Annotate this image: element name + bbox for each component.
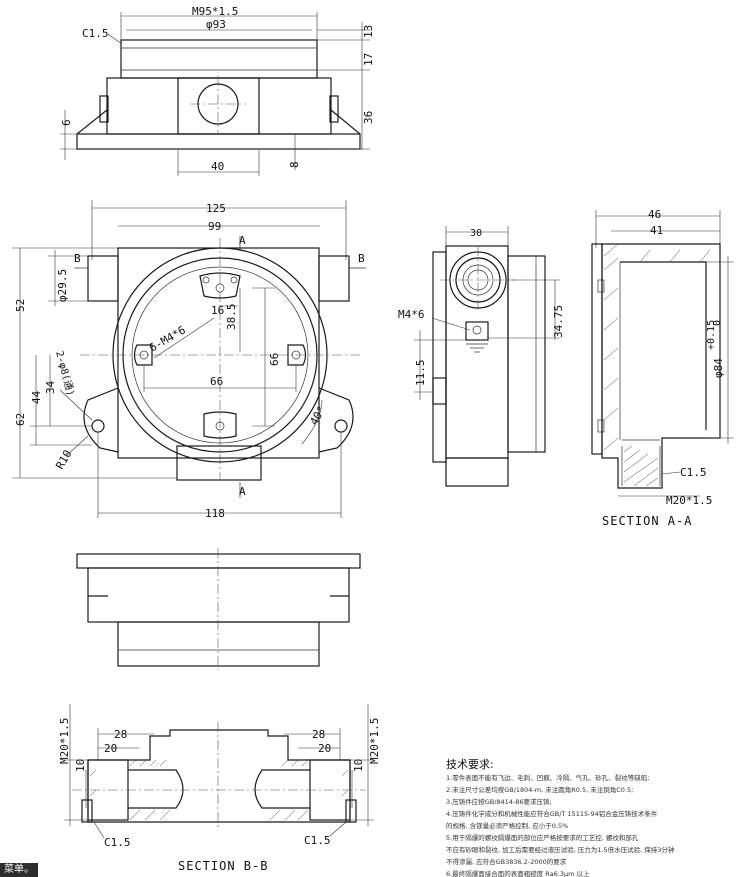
dim-d40: 40 [211,160,224,173]
dim-d66v: 66 [268,353,281,366]
dim-d29: φ29.5 [56,269,69,302]
tech-note-line: 不应有砂眼和裂纹, 加工后需要经过液压试验, 压力为1.5倍水压试验, 保持3分… [446,845,675,854]
dim-d20-left: 20 [104,742,117,755]
tech-notes-title: 技术要求: [446,758,494,771]
tech-note-line: 2.未注尺寸公差均按GB/1804-m, 未注圆角R0.5, 未注倒角C0.5; [446,785,633,794]
dim-d93: φ93 [206,18,226,31]
dim-d20-right: 20 [318,742,331,755]
tech-note-line: 的规格, 含镁量必须严格控制, 应小于0.5% [446,821,568,830]
section-bb: 28 20 28 20 M20*1 [58,704,381,873]
dim-d16: 16 [211,304,224,317]
dim-d6: 6 [60,119,73,126]
dim-d115: 11.5 [414,360,427,387]
dim-d8: 8 [288,161,301,168]
tech-note-line: 3.压铸件应按GB/8414-86要求压铸; [446,797,552,806]
dim-d118: 118 [205,507,225,520]
dim-40deg: 40° [307,404,328,428]
tech-note-line: 5.用于隔爆的螺纹隔爆面的部位应严格按要求的工艺控, 螺纹和部孔 [446,833,639,842]
dim-m20-right: M20*1.5 [368,718,381,764]
dim-d28-left: 28 [114,728,127,741]
dim-d125: 125 [206,202,226,215]
tech-note-line: 6.最终隔爆面接合面的表面粗糙度 Ra6.3μm 以上 [446,869,590,877]
dim-m20-aa: M20*1.5 [666,494,712,507]
tech-notes: 技术要求: 1.零件表面不能有飞边、毛刺、凹痕、冷隔、气孔、砂孔、裂纹等缺陷; … [446,758,675,877]
dim-d44: 44 [30,390,43,404]
section-b-right: B [358,252,365,265]
dim-c15-aa: C1.5 [680,466,707,479]
side-view: 30 M4*6 34.75 11.5 [398,226,565,487]
dim-m95: M95*1.5 [192,5,238,18]
dim-d36: 36 [362,111,375,124]
dim-d62: 62 [14,413,27,426]
dim-tol: +0.15 [706,320,717,350]
tech-note-line: 不得渗漏, 应符合GB3836.2-2000的要求 [446,857,567,866]
section-a-top: A [239,234,246,247]
dim-tol0: 0 [712,320,723,326]
dim-c15-bb-right: C1.5 [304,834,331,847]
dim-d41: 41 [650,224,663,237]
tech-note-line: 1.零件表面不能有飞边、毛刺、凹痕、冷隔、气孔、砂孔、裂纹等缺陷; [446,773,649,782]
dim-6-m4x6: 6-M4*6 [147,323,188,354]
dim-c15-top: C1.5 [82,27,109,40]
dim-d66h: 66 [210,375,223,388]
dim-m4x6: M4*6 [398,308,425,321]
dim-d84: φ84 [712,358,725,378]
dim-d385: 38.5 [225,304,238,331]
dim-d30: 30 [470,228,482,239]
dim-d13: 13 [362,25,375,38]
dim-d3475: 34.75 [552,305,565,338]
tech-note-line: 4.压铸件化学成分和机械性能应符合GB/T 15115-94铝合金压铸技术条件 [446,809,658,818]
section-aa-title: SECTION A-A [602,514,692,528]
section-bb-title: SECTION B-B [178,859,268,873]
dim-d10-left: 10 [74,759,87,772]
top-view: M95*1.5 φ93 C1.5 13 17 36 6 40 [60,5,375,176]
bottom-view [76,548,361,670]
dim-d28-right: 28 [312,728,325,741]
dim-d10-right: 10 [352,759,365,772]
dim-c15-bb-left: C1.5 [104,836,131,849]
dim-d17: 17 [362,53,375,66]
section-b-left: B [74,252,81,265]
section-aa: 46 41 φ84 +0.15 0 C1.5 [591,208,734,528]
dim-d99: 99 [208,220,221,233]
dim-d46: 46 [648,208,661,221]
dim-d52: 52 [14,299,27,312]
section-a-bottom: A [239,485,246,498]
dim-d34: 34 [44,380,57,394]
dim-m20-left: M20*1.5 [58,718,71,764]
front-view: 125 99 A A φ29.5 B B [12,200,366,520]
menu-label[interactable]: 菜单。 [0,863,38,877]
